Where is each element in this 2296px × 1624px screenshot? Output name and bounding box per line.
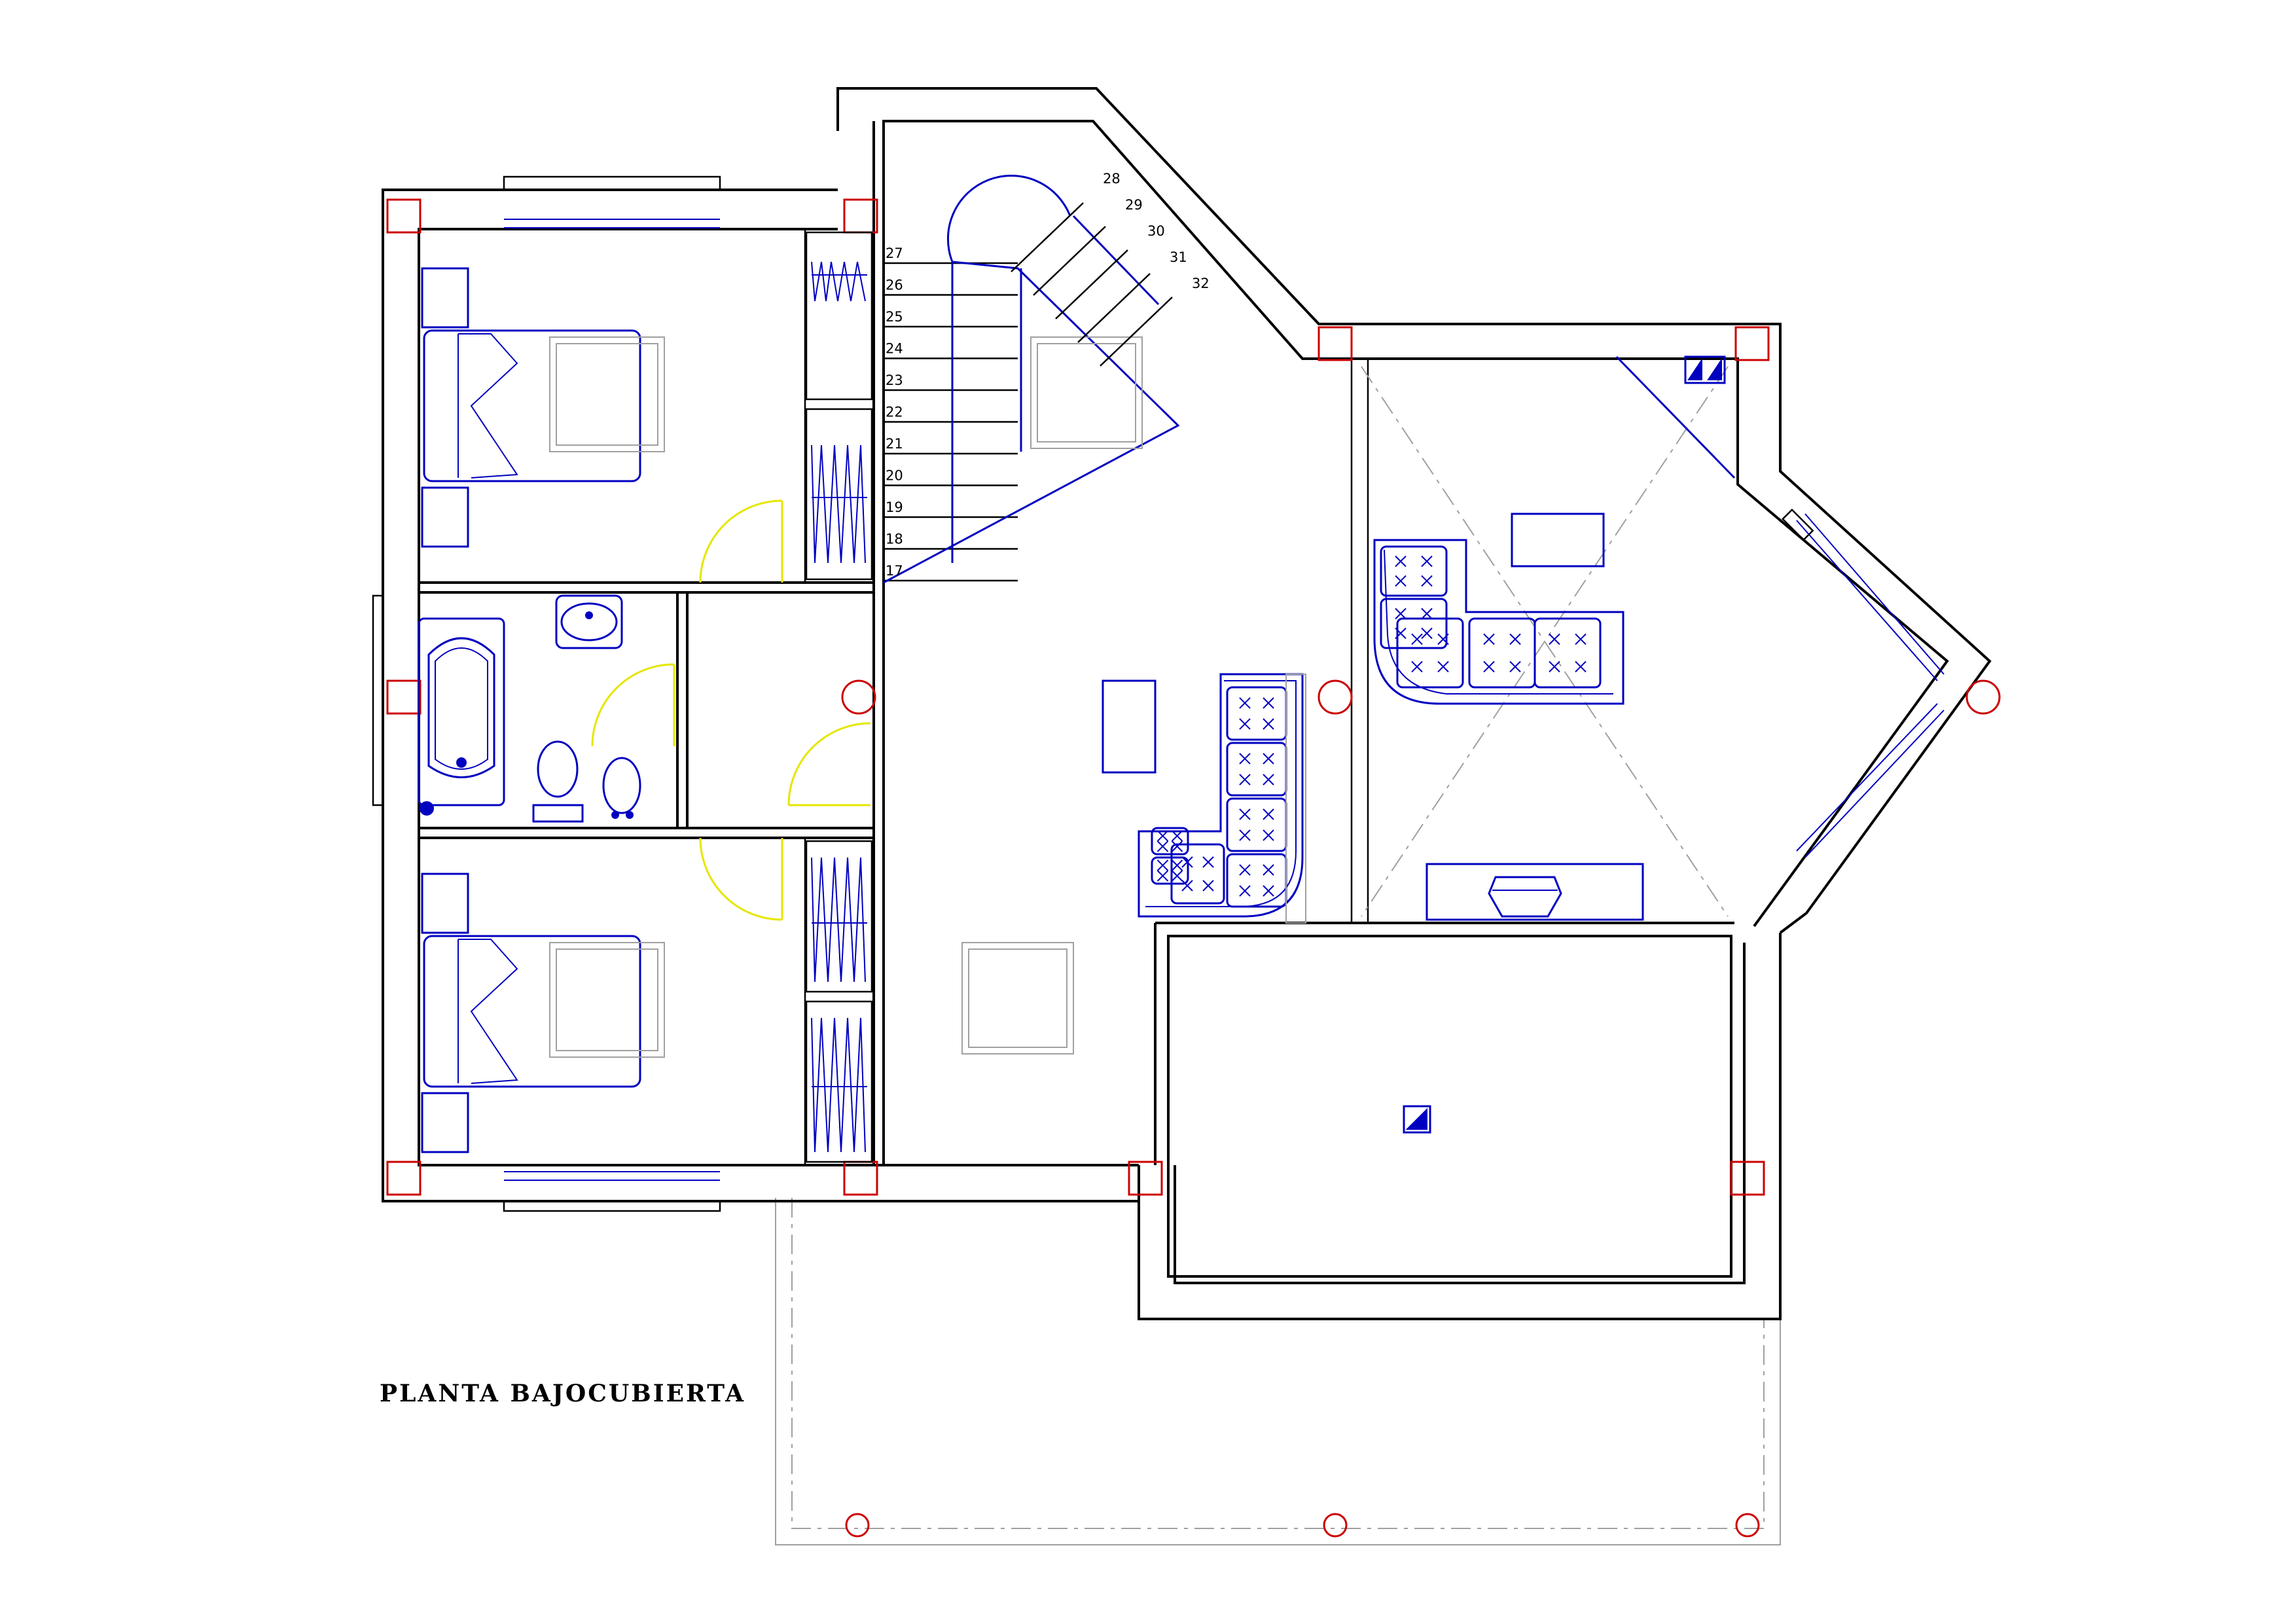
pillar-square: [1318, 326, 1353, 361]
stair-tread: [1055, 249, 1128, 319]
stair-step-number: 32: [1192, 276, 1210, 291]
bedroom-2: [421, 840, 873, 1163]
door-swing: [591, 663, 675, 747]
pillar-square: [843, 198, 878, 234]
pillar-round: [845, 1513, 870, 1538]
coffee-table: [1102, 679, 1157, 774]
washbasin: [555, 594, 623, 649]
stair-tread: [1011, 202, 1084, 272]
wardrobe: [805, 840, 873, 1163]
study-lounge: [1361, 355, 1945, 1134]
bedroom-1: [421, 231, 873, 581]
stair-step-number: 22: [886, 405, 903, 420]
stair-step-number: 30: [1147, 223, 1165, 239]
desk-chair: [1488, 876, 1562, 918]
sofa-cushion: [1380, 545, 1448, 597]
stair-step-number: 31: [1170, 249, 1187, 265]
side-table: [1511, 513, 1605, 568]
stair-step-number: 18: [886, 532, 903, 547]
stair-step-number: 20: [886, 468, 903, 484]
wardrobe: [805, 231, 873, 581]
double-bed: [423, 935, 641, 1088]
toilet: [537, 740, 579, 798]
pergola-outline: [775, 1198, 1781, 1545]
pillar-round: [1965, 679, 2001, 715]
toilet-tank: [532, 804, 584, 823]
nightstand: [421, 873, 469, 934]
desk: [1426, 863, 1644, 921]
nightstand: [421, 267, 469, 329]
bidet: [602, 757, 641, 814]
sofa-cushion: [1226, 742, 1287, 797]
sofa-cushion: [1226, 686, 1287, 741]
stair-step-number: 19: [886, 499, 903, 515]
stair-step-number: 28: [1103, 171, 1121, 187]
corner-sofa-living: [1138, 673, 1304, 918]
flue-icon: [1403, 1105, 1431, 1134]
pillar-round: [1323, 1513, 1348, 1538]
pillar-square: [386, 198, 422, 234]
stair-step-number: 26: [886, 278, 903, 293]
pillar-square: [1730, 1161, 1765, 1196]
pillar-round: [1735, 1513, 1760, 1538]
bathroom: [418, 594, 641, 823]
stair-step-number: 17: [886, 563, 903, 579]
exterior-walls: [372, 87, 1992, 1320]
stair-step-number: 23: [886, 372, 903, 388]
nightstand: [421, 1092, 469, 1153]
pillar-square: [1734, 326, 1770, 361]
stair-handrail: [947, 175, 1071, 262]
stair-tread: [1077, 273, 1151, 343]
pillar-square: [843, 1161, 878, 1196]
door-swing: [787, 722, 871, 806]
pillar-square: [1128, 1161, 1163, 1196]
pillars: [386, 198, 2001, 1538]
stair-step-number: 24: [886, 341, 903, 357]
corner-sofa-lounge: [1373, 539, 1624, 705]
door-swing: [699, 499, 783, 583]
door-swing: [699, 837, 783, 921]
stair-step-number: 21: [886, 436, 903, 452]
sofa-cushion: [1226, 797, 1287, 852]
sofa-cushion: [1534, 617, 1602, 689]
sofa-cushion: [1151, 856, 1189, 885]
drawing-title: PLANTA BAJOCUBIERTA: [380, 1380, 746, 1407]
sofa-cushion: [1226, 853, 1287, 908]
sofa-cushion: [1170, 843, 1225, 905]
bathtub: [418, 617, 505, 806]
flue-icon: [1684, 355, 1726, 384]
double-bed: [423, 329, 641, 482]
sofa-cushion: [1151, 827, 1189, 856]
stair-step-number: 25: [886, 309, 903, 325]
sofa-cushion: [1396, 617, 1464, 689]
stair-tread: [1100, 297, 1173, 367]
pillar-round: [1318, 679, 1353, 715]
stair-step-number: 29: [1125, 197, 1143, 213]
interior-walls: [419, 121, 1734, 1278]
nightstand: [421, 486, 469, 548]
pillar-square: [386, 679, 422, 715]
living-area: [961, 673, 1306, 1055]
stair-step-number: 27: [886, 245, 903, 261]
sofa-cushion: [1380, 598, 1448, 649]
pillar-round: [841, 679, 876, 715]
sofa-cushion: [1468, 617, 1536, 689]
stair-tread: [1033, 226, 1106, 296]
doors: [591, 499, 871, 921]
pillar-square: [386, 1161, 422, 1196]
